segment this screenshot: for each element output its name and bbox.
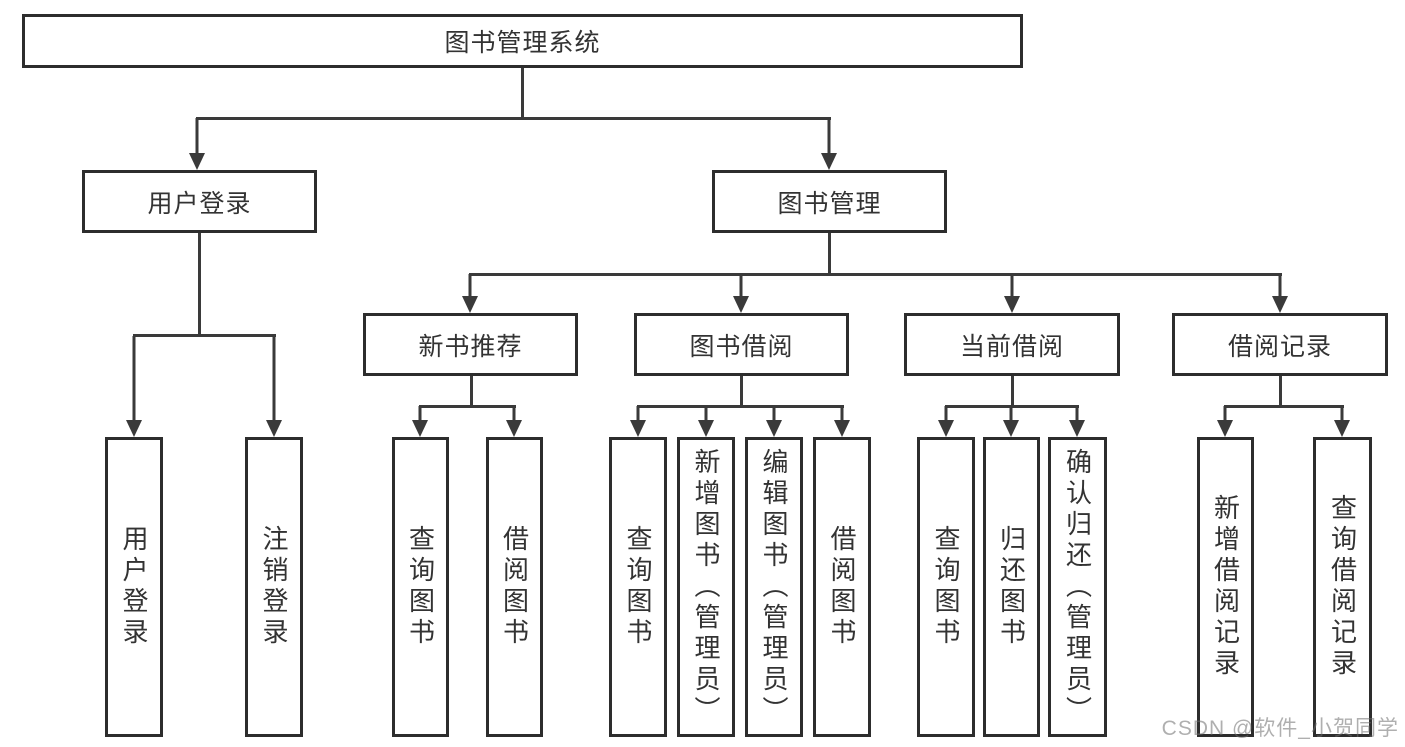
node-book-borrowing: 图书借阅 xyxy=(634,313,849,376)
arrow-down xyxy=(834,406,850,437)
leaf-query-borrow-record: 查询借阅记录 xyxy=(1313,437,1372,737)
arrow-down xyxy=(630,406,646,437)
arrow-down xyxy=(1069,406,1085,437)
leaf-add-borrow-record: 新增借阅记录 xyxy=(1197,437,1254,737)
leaf-return-books: 归还图书 xyxy=(983,437,1040,737)
connector-records-down xyxy=(1279,376,1282,408)
arrow-down xyxy=(1003,406,1019,437)
connector-recommend-down xyxy=(470,376,473,408)
leaf-edit-books-admin: 编辑图书（管理员） xyxy=(745,437,803,737)
arrow-down xyxy=(506,406,522,437)
node-current-borrowing: 当前借阅 xyxy=(904,313,1120,376)
arrow-down xyxy=(1334,406,1350,437)
connector-records-branch xyxy=(1224,405,1344,408)
arrow-down xyxy=(1272,274,1288,313)
connector-userlogin-down xyxy=(198,233,201,337)
arrow-down xyxy=(1217,406,1233,437)
arrow-down xyxy=(126,336,142,437)
arrow-down xyxy=(698,406,714,437)
connector-recommend-branch xyxy=(419,405,516,408)
csdn-watermark: CSDN @软件_小贺同学 xyxy=(1161,717,1399,740)
leaf-borrow-books-recommend: 借阅图书 xyxy=(486,437,543,737)
node-user-login-branch: 用户登录 xyxy=(82,170,317,233)
connector-current-down xyxy=(1011,376,1014,408)
arrow-down xyxy=(1004,274,1020,313)
connector-borrowing-down xyxy=(740,376,743,408)
connector-root-down xyxy=(521,68,524,120)
leaf-query-books-borrow: 查询图书 xyxy=(609,437,667,737)
arrow-down xyxy=(266,336,282,437)
arrow-down xyxy=(821,118,837,170)
node-root-system: 图书管理系统 xyxy=(22,14,1023,68)
leaf-logout: 注销登录 xyxy=(245,437,303,737)
leaf-confirm-return-admin: 确认归还（管理员） xyxy=(1048,437,1107,737)
connector-borrowing-branch xyxy=(637,405,844,408)
arrow-down xyxy=(412,406,428,437)
leaf-user-login: 用户登录 xyxy=(105,437,163,737)
arrow-down xyxy=(189,118,205,170)
connector-userlogin-branch xyxy=(133,334,276,337)
node-borrowing-records: 借阅记录 xyxy=(1172,313,1388,376)
arrow-down xyxy=(462,274,478,313)
connector-level2-branch xyxy=(196,117,831,120)
arrow-down xyxy=(938,406,954,437)
connector-bookmgmt-down xyxy=(828,233,831,276)
node-book-management-branch: 图书管理 xyxy=(712,170,947,233)
leaf-query-books-current: 查询图书 xyxy=(917,437,975,737)
connector-level3-branch xyxy=(469,273,1282,276)
leaf-add-books-admin: 新增图书（管理员） xyxy=(677,437,735,737)
leaf-query-books-recommend: 查询图书 xyxy=(392,437,449,737)
arrow-down xyxy=(766,406,782,437)
arrow-down xyxy=(733,274,749,313)
node-new-book-recommendation: 新书推荐 xyxy=(363,313,578,376)
leaf-borrow-books: 借阅图书 xyxy=(813,437,871,737)
